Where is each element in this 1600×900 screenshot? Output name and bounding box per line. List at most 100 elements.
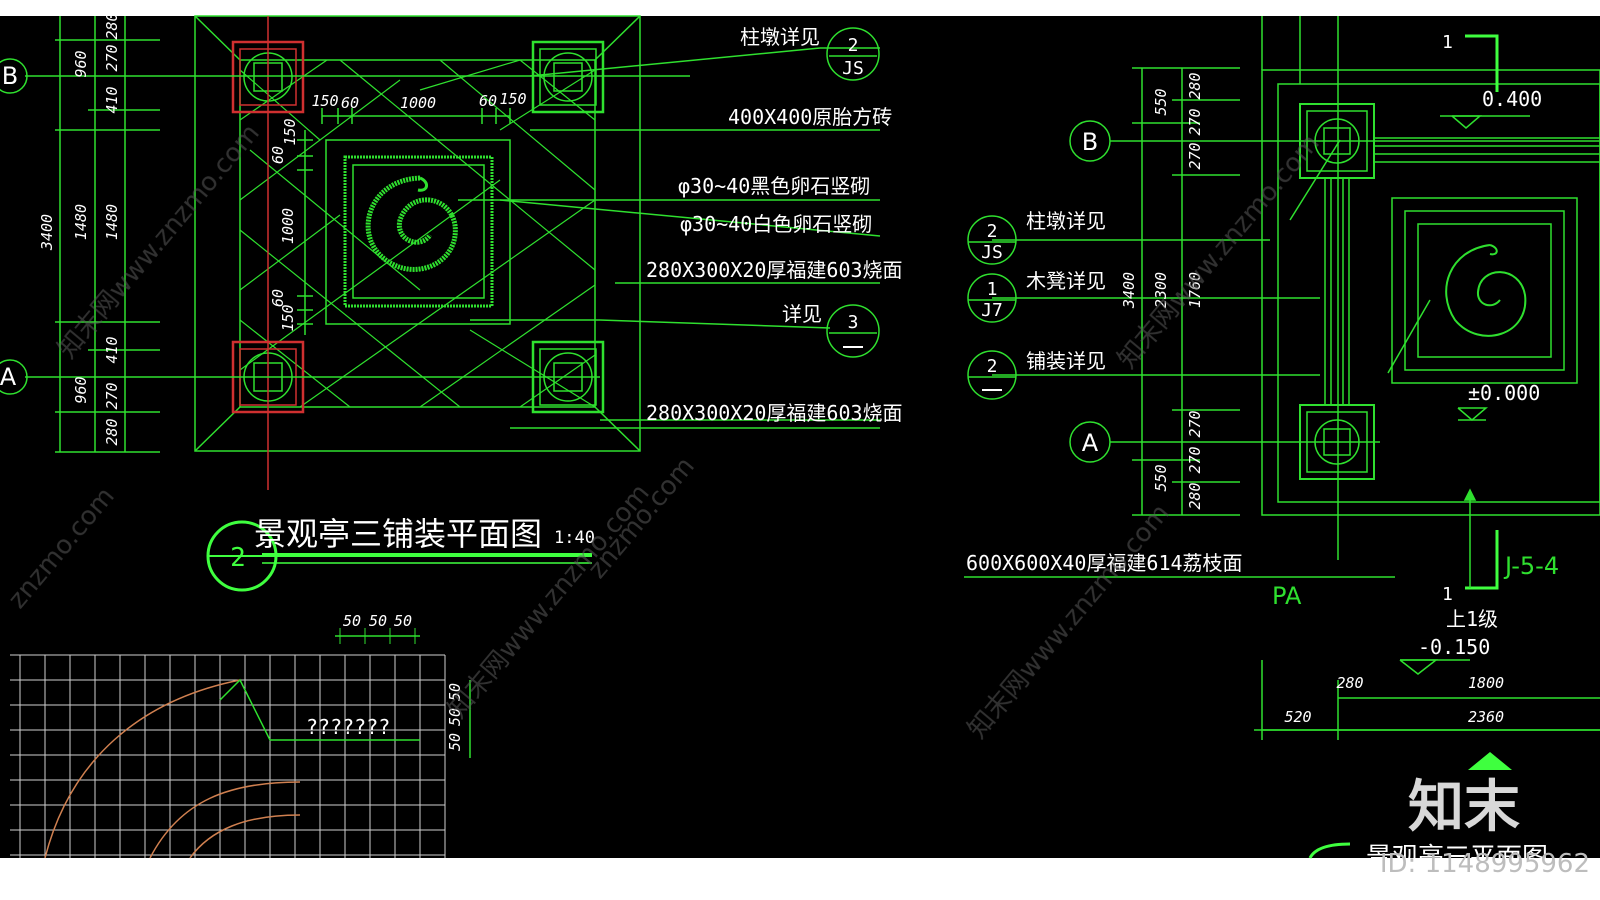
right-ref-bench: 1 J7 [967, 273, 1017, 323]
detail-v-50c: 50 [446, 733, 464, 751]
image-id: ID: 1148995962 [1380, 849, 1590, 879]
dim-1480-outer: 1480 [72, 204, 90, 240]
right-callout-tile-600: 600X600X40厚福建614荔枝面 [966, 551, 1243, 575]
right-grid-b: B [1069, 120, 1111, 162]
detail-dim-50a: 50 [343, 612, 361, 630]
left-callouts: 柱墩详见 2 JS 400X400原胎方砖 φ30~40黑色卵石竖砌 φ30~4… [646, 25, 903, 425]
dim-280-bottom: 280 [103, 418, 121, 445]
detail-note: ??????? [306, 715, 390, 739]
right-plan-title: 景观亭三平面图 [1308, 842, 1548, 873]
right-ref-column: 2 JS [967, 215, 1017, 265]
right-dim-280-top: 280 [1186, 72, 1204, 99]
left-grid-b: B [0, 58, 28, 94]
ref-num: 3 [848, 312, 859, 333]
dim-270-top: 270 [103, 44, 121, 71]
dim-top-60a: 60 [341, 94, 359, 112]
detail-v-50b: 50 [446, 708, 464, 726]
ref-num: 1 [987, 279, 998, 300]
right-dim-270-top1: 270 [1186, 108, 1204, 135]
right-grid-a: A [1069, 421, 1111, 463]
dim-410-bottom: 410 [103, 336, 121, 363]
ref-bubble-see-detail: 3 [826, 304, 880, 358]
right-callouts: 2 JS 柱墩详见 1 J7 木凳详见 2 铺装详见 600X600X40厚福建… [966, 32, 1559, 659]
ref-num: 2 [987, 356, 998, 377]
right-dim-1760: 1760 [1186, 272, 1204, 308]
dim-top-150a: 150 [311, 92, 338, 110]
ref-sheet: J7 [981, 300, 1003, 321]
dim-v-1000: 1000 [279, 208, 297, 244]
callout-tile-280-a: 280X300X20厚福建603烧面 [646, 258, 903, 282]
right-callout-column: 柱墩详见 [1026, 209, 1106, 233]
section-mark-top: 1 [1442, 32, 1453, 53]
right-label-pa: PA [1272, 582, 1302, 610]
callout-column-detail: 柱墩详见 [740, 25, 820, 49]
right-dim-h520: 520 [1284, 708, 1311, 726]
right-dim-2300: 2300 [1152, 272, 1170, 308]
dim-v-150a: 150 [281, 118, 299, 145]
dim-410-top: 410 [103, 86, 121, 113]
right-dim-550-top: 550 [1152, 88, 1170, 115]
grid-label-b: B [2, 62, 18, 90]
spiral-pebble-pattern [365, 175, 458, 272]
ref-num: 2 [987, 221, 998, 242]
right-plan-outer [1261, 69, 1600, 516]
section-ref: J-5-4 [1503, 552, 1559, 580]
drawing-background [0, 16, 1600, 858]
right-grid-label-b: B [1082, 128, 1098, 156]
dim-3400: 3400 [38, 214, 56, 251]
dim-top-150b: 150 [499, 90, 526, 108]
detail-grid: 50 50 50 50 50 50 ??????? [10, 612, 471, 859]
callout-tile-400: 400X400原胎方砖 [728, 105, 892, 129]
dim-v-60b: 60 [269, 289, 287, 307]
dim-280-top: 280 [103, 12, 121, 39]
dim-top-1000: 1000 [400, 94, 436, 112]
dim-960-bottom: 960 [72, 376, 90, 403]
plan-title-index: 2 [230, 543, 246, 573]
dim-1480-inner: 1480 [103, 204, 121, 240]
right-plan [964, 16, 1600, 740]
ref-sheet: JS [842, 58, 864, 79]
step-note: 上1级 [1446, 607, 1498, 631]
callout-white-pebble: φ30~40白色卵石竖砌 [680, 212, 872, 236]
right-dim-h1800: 1800 [1468, 674, 1504, 692]
grid-label-a: A [0, 363, 17, 391]
dim-top-60b: 60 [479, 92, 497, 110]
right-dimension-text: 3400 550 2300 550 280 270 270 1760 270 2… [1120, 72, 1504, 726]
detail-curve-inner [189, 814, 301, 859]
left-dimension-text: 3400 960 1480 960 280 270 410 1480 410 2… [38, 12, 527, 445]
inner-pebble-square [343, 155, 494, 308]
right-dim-550-bottom: 550 [1152, 464, 1170, 491]
column-top-right [531, 40, 605, 114]
elevation-top: 0.400 [1482, 87, 1542, 111]
right-dim-270-bot2: 270 [1186, 446, 1204, 473]
right-dim-h2360: 2360 [1468, 708, 1504, 726]
detail-dim-50c: 50 [394, 612, 412, 630]
right-inner-square [1391, 197, 1578, 384]
detail-v-50a: 50 [446, 683, 464, 701]
elevation-step: -0.150 [1418, 635, 1490, 659]
dim-v-60a: 60 [269, 146, 287, 164]
plan-scale: 1:40 [554, 528, 595, 548]
dim-v-150b: 150 [279, 304, 297, 331]
left-plan [25, 15, 881, 490]
left-plan-outline [194, 15, 641, 452]
logo-text: 知末 [1408, 775, 1520, 840]
inner-pebble-square-outer [325, 139, 511, 325]
plan-title: 景观亭三铺装平面图 [254, 515, 542, 553]
znzmo-logo: 知末 [1408, 752, 1520, 840]
right-plan-title-text: 景观亭三平面图 [1366, 843, 1548, 873]
right-dim-h280: 280 [1336, 674, 1363, 692]
right-grid-label-a: A [1082, 429, 1099, 457]
detail-curve-mid [149, 781, 301, 859]
right-dim-3400: 3400 [1120, 272, 1138, 309]
left-grid-a: A [0, 359, 28, 395]
callout-tile-280-b: 280X300X20厚福建603烧面 [646, 401, 903, 425]
plan-title-block: 2 景观亭三铺装平面图 1:40 [206, 515, 595, 592]
detail-curve-outer [44, 679, 241, 859]
ref-num: 2 [848, 35, 859, 56]
dim-960-top: 960 [72, 50, 90, 77]
section-mark-bottom: 1 [1442, 584, 1453, 605]
right-dim-280-bottom: 280 [1186, 482, 1204, 509]
callout-see-detail: 详见 [782, 302, 822, 326]
